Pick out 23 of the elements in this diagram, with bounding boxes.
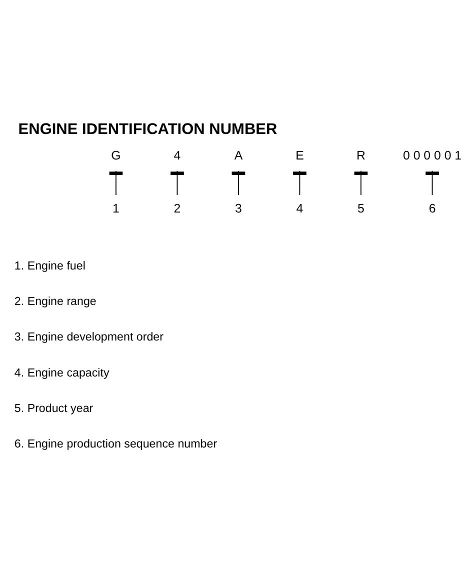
connector (292, 170, 306, 195)
node-text: 1 (112, 200, 119, 215)
node-text: G (110, 148, 120, 162)
label: 3. Engine development order (14, 330, 164, 344)
node-text: 5 (357, 200, 364, 215)
label: 2. Engine range (14, 294, 96, 308)
diagram-title: ENGINE IDENTIFICATION NUMBER (18, 120, 277, 138)
label: 1. Engine fuel (14, 258, 85, 272)
node-text: 4 (296, 200, 303, 215)
node-text: A (234, 148, 242, 162)
node-text: 2 (173, 200, 180, 215)
connector (108, 170, 122, 195)
node-text: 3 (234, 200, 242, 215)
node-text: R (356, 148, 365, 162)
node-text: E (295, 148, 304, 162)
label: 4. Engine capacity (14, 366, 109, 379)
connector (231, 170, 245, 195)
node-text: 0 0 0 0 0 1 (402, 148, 462, 162)
node-text: 6 (428, 200, 436, 215)
node-text: 4 (173, 148, 180, 162)
label: 5. Product year (14, 402, 93, 415)
label: 6. Engine production sequence number (14, 437, 217, 450)
connector (354, 170, 368, 195)
